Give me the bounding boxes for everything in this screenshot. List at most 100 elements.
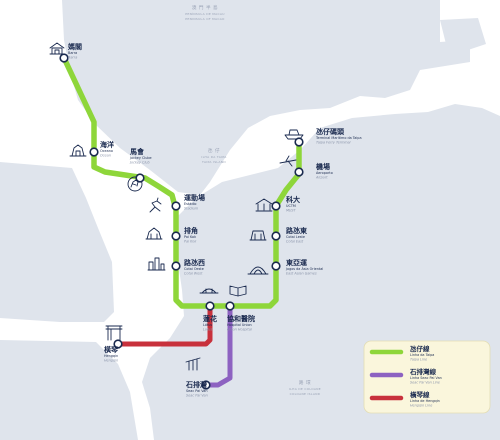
legend-label-pt: Linha Seac Pai Van: [410, 376, 442, 380]
jockey-label-en: Jockey Club: [129, 161, 150, 165]
gate-icon: [105, 325, 123, 341]
station-labels: 媽閣 Barra Barra 海洋 Oceano Ocean 馬會 Jockey…: [67, 42, 362, 398]
lotus-label-cn: 蓮花: [203, 314, 217, 323]
station-hengqin[interactable]: [113, 339, 123, 349]
cotaileste-label-cn: 路氹東: [286, 226, 308, 235]
ferry-label-en: Taipa Ferry Terminal: [316, 141, 351, 145]
legend-label-cn: 石排灣線: [409, 367, 437, 376]
towers-icon: [147, 257, 166, 271]
barra-label-en: Barra: [68, 56, 77, 60]
hospital-label-pt: Hospital Union: [227, 323, 252, 327]
station-oceano[interactable]: [89, 147, 99, 157]
coloane-name-cn: 路 環: [299, 379, 311, 386]
legend-box: [363, 340, 491, 414]
legend-item-seacpaivan[interactable]: 石排灣線 Linha Seac Pai Van Seac Pai Van Lin…: [369, 367, 442, 385]
station-aeroporto[interactable]: [294, 167, 304, 177]
hengqin-label-cn: 橫琴: [104, 345, 119, 354]
coloane-name-en: COLOANE ISLAND: [290, 392, 321, 396]
hengqin-land: [0, 340, 138, 440]
peninsula-name-en: PENINSULA OF MACAO: [185, 17, 225, 21]
peninsula-name-cn: 澳 門 半 島: [192, 4, 218, 11]
arena-icon: [249, 230, 267, 241]
seacpaivan-label-pt: Seac Pai Van: [186, 389, 208, 393]
seac-pai-van-line[interactable]: [203, 303, 233, 388]
barra-label-cn: 媽閣: [67, 42, 82, 51]
legend-item-taipa[interactable]: 氹仔線 Linha da Taipa Taipa Line: [369, 344, 434, 362]
cotaileste-label-pt: Cotai Leste: [286, 235, 305, 239]
jockey-label-cn: 馬會: [130, 147, 145, 156]
station-estadio[interactable]: [171, 201, 181, 211]
taipa-name-en: TAIPA ISLAND: [201, 160, 226, 164]
station-barra[interactable]: [59, 53, 69, 63]
seacpaivan-label-en: Seac Pai Van: [186, 394, 208, 398]
paikok-label-pt: Pai Kok: [184, 235, 196, 239]
ferry-label-cn: 氹仔碼頭: [316, 127, 345, 136]
estadio-label-pt: Estádio: [184, 202, 197, 206]
taipa-line[interactable]: [61, 55, 302, 309]
stations: [59, 53, 304, 390]
uctm-label-cn: 科大: [286, 195, 300, 204]
jogos-label-en: East Asian Games: [286, 272, 317, 276]
paikok-label-en: Pai Kok: [184, 240, 197, 244]
taipa-name-pt: ILHA DA TAIPA: [201, 155, 227, 159]
oceano-label-en: Ocean: [100, 154, 111, 158]
hospital-label-cn: 協和醫院: [227, 314, 255, 323]
legend-label-en: Taipa Line: [410, 358, 427, 362]
seacpaivan-label-cn: 石排灣: [185, 380, 207, 389]
station-cotaileste[interactable]: [271, 231, 281, 241]
station-ferry[interactable]: [294, 137, 304, 147]
book-icon: [229, 285, 247, 297]
uctm-label-pt: UCTM: [286, 204, 296, 208]
station-jockey[interactable]: [135, 173, 145, 183]
lotus-label-pt: Lótus: [203, 323, 212, 327]
lotus-label-en: Lotus: [203, 328, 212, 332]
station-seacpaivan[interactable]: [201, 380, 211, 390]
legend-item-hengqin[interactable]: 橫琴線 Linha de Hengqin Hengqin Line: [369, 390, 440, 408]
legend-label-pt: Linha de Hengqin: [410, 399, 440, 403]
cotaioeste-label-en: Cotai West: [184, 272, 203, 276]
station-uctm[interactable]: [271, 201, 281, 211]
aeroporto-label-cn: 機場: [316, 162, 330, 171]
uctm-label-en: MUST: [286, 209, 297, 213]
jogos-label-cn: 東亞運: [286, 258, 308, 267]
station-paikok[interactable]: [171, 231, 181, 241]
temple-icon: [49, 42, 65, 55]
barra-label-pt: Barra: [68, 51, 77, 55]
peninsula-name-pt: PENÍNSULA DE MACAU: [185, 11, 224, 16]
pavilion-icon: [145, 227, 163, 240]
hospital-label-en: Union Hospital: [227, 328, 252, 332]
western-strip-land: [0, 162, 114, 322]
pier-icon: [185, 357, 201, 371]
aeroporto-label-en: Airport: [315, 176, 328, 180]
legend-label-cn: 氹仔線: [410, 344, 430, 353]
station-cotaioeste[interactable]: [171, 261, 181, 271]
station-hospital[interactable]: [225, 301, 235, 311]
top-right-islet: [440, 18, 486, 50]
estadio-label-cn: 運動場: [184, 193, 205, 202]
area-labels: 澳 門 半 島 PENÍNSULA DE MACAU PENINSULA OF …: [185, 4, 321, 396]
oceano-label-cn: 海洋: [100, 140, 114, 149]
athlete-icon: [149, 197, 162, 213]
hengqin-label-en: Hengqin: [104, 359, 118, 363]
jockey-label-pt: Jockey Clube: [129, 156, 152, 160]
oceano-label-pt: Oceano: [100, 149, 113, 153]
legend: 氹仔線 Linha da Taipa Taipa Line 石排灣線 Linha…: [363, 340, 491, 414]
rail-lines: [61, 55, 302, 388]
university-icon: [255, 198, 273, 212]
jogos-label-pt: Jogos da Ásia Oriental: [285, 266, 323, 271]
macau-peninsula-land: [62, 0, 470, 195]
taipa-name-cn: 氹 仔: [208, 147, 220, 154]
lotus-bridge-icon: [199, 288, 219, 294]
station-lotus[interactable]: [205, 301, 215, 311]
aeroporto-label-pt: Aeroporto: [316, 171, 333, 175]
paikok-label-cn: 排角: [184, 226, 198, 235]
station-jogos[interactable]: [271, 261, 281, 271]
estadio-label-en: Stadium: [184, 207, 199, 211]
airplane-icon: [279, 155, 297, 167]
stadium-dome-icon: [247, 266, 269, 275]
landmark-icons: [49, 42, 304, 371]
museum-icon: [69, 144, 87, 157]
legend-label-en: Seac Pai Van Line: [410, 381, 440, 385]
hengqin-line[interactable]: [115, 303, 213, 347]
